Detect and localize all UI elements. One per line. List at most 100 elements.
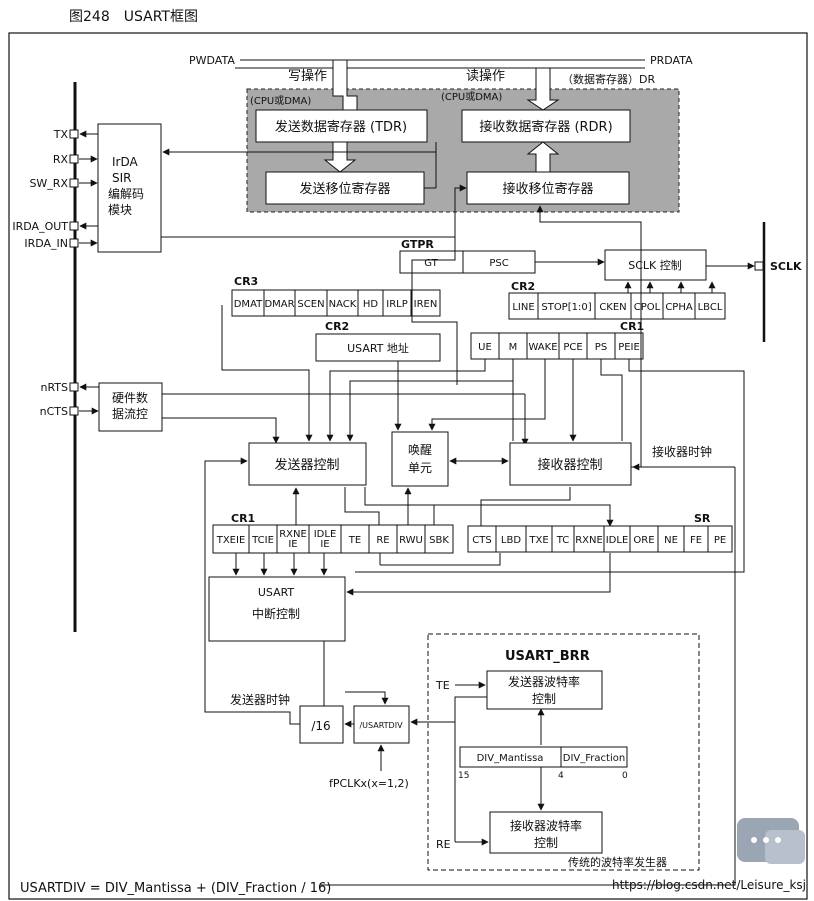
register-bit-label: LBCL (698, 302, 723, 313)
register-bit-cell (558, 332, 588, 360)
register-bit-label: TE (348, 535, 361, 546)
pin-irda-in: IRDA_IN (24, 237, 68, 250)
rx-control (509, 442, 632, 486)
tx-baud-line1: 发送器波特率 (508, 674, 580, 689)
rx-baud-control (489, 811, 603, 854)
register-bit-cell (657, 525, 685, 553)
cr1-top-label: CR1 (620, 320, 644, 333)
register-bit-label: DMAR (264, 299, 294, 310)
register-bit-label: TXEIE (216, 535, 246, 546)
irda-line2: SIR (112, 171, 132, 185)
rx-shift-label: 接收移位寄存器 (502, 181, 593, 197)
tx-baud-line2: 控制 (532, 692, 556, 706)
register-bit-cell (294, 289, 328, 317)
register-bit-cell (526, 332, 560, 360)
prdata-label: PRDATA (650, 54, 693, 67)
register-bit-label: STOP[1:0] (541, 302, 591, 313)
chat-bubble-icon (737, 818, 805, 864)
rdr-register (461, 109, 631, 143)
register-bit-cell (357, 289, 384, 317)
write-op-label: 写操作 (288, 68, 327, 84)
sclk-control-label: SCLK 控制 (628, 258, 682, 272)
register-bit-cell (525, 525, 553, 553)
register-bit-label: CKEN (599, 302, 626, 313)
fraction-label: DIV_Fraction (563, 753, 625, 764)
sr-label: SR (694, 512, 711, 525)
baud-region (427, 633, 700, 871)
gtpr-psc-label: PSC (489, 258, 508, 269)
register-bit-label: RXNE (279, 529, 307, 540)
register-bit-label: PE (714, 535, 726, 546)
dr-label: （数据寄存器）DR (562, 72, 655, 86)
register-bit-label: WAKE (528, 342, 557, 353)
register-bit-cell (467, 525, 497, 553)
cpu-dma-left: (CPU或DMA) (250, 95, 311, 107)
register-bit-cell (263, 289, 296, 317)
pin-nrts: nRTS (40, 381, 68, 394)
register-bit-label: CTS (472, 535, 491, 546)
pwdata-label: PWDATA (189, 54, 235, 67)
pins (69, 129, 79, 416)
flow-ctrl-line1: 硬件数 (112, 390, 148, 405)
tx-control (248, 442, 367, 486)
register-bit-label: IE (288, 539, 297, 550)
gtpr-gt-label: GT (424, 258, 438, 269)
register-bit-label: LINE (512, 302, 534, 313)
baud-te: TE (435, 679, 450, 692)
register-bit-label: UE (478, 342, 492, 353)
baud-generator-label: 传统的波特率发生器 (568, 855, 667, 869)
irda-module (97, 123, 162, 253)
wakeup-line1: 唤醒 (408, 443, 432, 457)
register-bit-label: RXNE (575, 535, 603, 546)
sclk-control (604, 249, 707, 281)
register-bit-cell (212, 524, 250, 554)
tdr-label: 发送数据寄存器 (TDR) (275, 119, 407, 135)
register-bit-label: CPHA (665, 302, 693, 313)
tx-clock-label: 发送器时钟 (230, 692, 290, 707)
register-bit-label: IRLP (386, 299, 408, 310)
cr2-top-label: CR2 (511, 280, 535, 293)
irda-line3: 编解码 (108, 186, 144, 201)
register-bit-cell (308, 524, 342, 554)
register-bit-label: IREN (414, 299, 438, 310)
rx-baud-line1: 接收器波特率 (510, 818, 582, 833)
hw-flow-control (98, 382, 163, 432)
tdr-register (255, 109, 428, 143)
register-bit-label: SCEN (297, 299, 324, 310)
rdr-label: 接收数据寄存器 (RDR) (479, 119, 612, 135)
register-bit-label: PS (595, 342, 607, 353)
usartdiv-label: /USARTDIV (359, 721, 403, 730)
register-bit-label: DMAT (234, 299, 263, 310)
register-bit-cell (603, 525, 631, 553)
usartdiv-formula: USARTDIV = DIV_Mantissa + (DIV_Fraction … (20, 881, 331, 896)
irda-line4: 模块 (108, 203, 132, 217)
cr2-to-sclk-wires (624, 281, 716, 293)
register-bit-label: TXE (528, 535, 548, 546)
fpclk-label: fPCLKx(x=1,2) (329, 777, 409, 790)
pin-tx: TX (53, 128, 69, 141)
baud-re: RE (436, 838, 451, 851)
register-bit-label: IDLE (606, 535, 629, 546)
shift-to-rdr-arrow (526, 141, 560, 173)
rx-baud-line2: 控制 (534, 836, 558, 850)
bit15-label: 15 (458, 771, 469, 781)
register-bit-label: TCIE (251, 535, 274, 546)
clock-wires (204, 457, 389, 771)
register-bit-cell (495, 525, 527, 553)
register-bit-label: TC (556, 535, 570, 546)
figure-caption: 图248 USART框图 (69, 9, 198, 25)
register-bit-label: ORE (633, 535, 654, 546)
rx-clock-label: 接收器时钟 (652, 444, 712, 459)
wakeup-unit (391, 431, 449, 487)
register-bit-label: FE (690, 535, 702, 546)
tx-shift-label: 发送移位寄存器 (299, 181, 390, 197)
div16-box (299, 705, 344, 744)
cr1-wires (232, 487, 614, 596)
register-bit-label: HD (363, 299, 379, 310)
register-bit-cell (630, 292, 664, 320)
mantissa-label: DIV_Mantissa (477, 753, 544, 764)
